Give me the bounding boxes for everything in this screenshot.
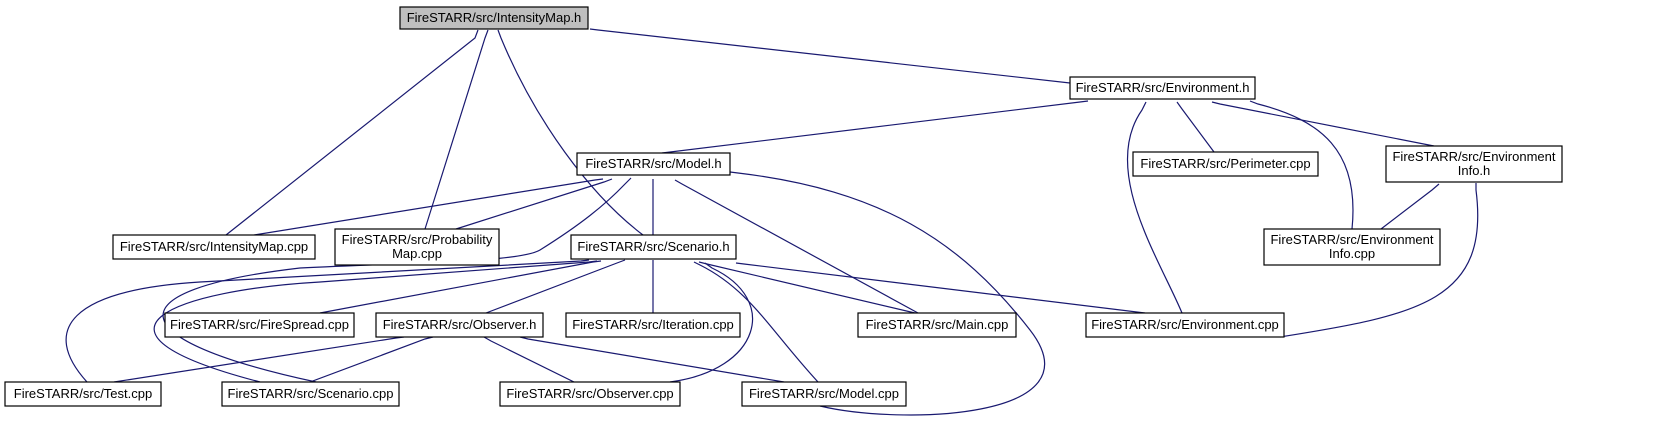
- edge-environmentinfo_cpp-to-environmentinfo_h: [1380, 183, 1440, 230]
- node-label: FireSTARR/src/Model.cpp: [749, 386, 899, 401]
- edge-main_cpp-to-scenario_h: [698, 261, 916, 314]
- edge-test_cpp-to-observer_h: [113, 336, 405, 383]
- node-perimeter_cpp[interactable]: FireSTARR/src/Perimeter.cpp: [1132, 151, 1319, 177]
- node-label: FireSTARR/src/Observer.h: [383, 317, 537, 332]
- edge-model_cpp-to-model_h: [729, 171, 1046, 416]
- node-main_cpp[interactable]: FireSTARR/src/Main.cpp: [857, 312, 1017, 338]
- node-environment_cpp[interactable]: FireSTARR/src/Environment.cpp: [1085, 312, 1285, 338]
- node-label: FireSTARR/src/IntensityMap.h: [407, 10, 582, 25]
- node-firespread_cpp[interactable]: FireSTARR/src/FireSpread.cpp: [164, 312, 355, 338]
- edge-scenario_cpp-to-scenario_h: [153, 260, 598, 383]
- node-label: FireSTARR/src/Perimeter.cpp: [1140, 156, 1310, 171]
- node-label: FireSTARR/src/FireSpread.cpp: [170, 317, 349, 332]
- node-label: FireSTARR/src/Environment: [1392, 149, 1555, 164]
- edge-environment_cpp-to-environmentinfo_h: [1279, 183, 1479, 338]
- node-label: FireSTARR/src/Scenario.h: [577, 239, 729, 254]
- node-iteration_cpp[interactable]: FireSTARR/src/Iteration.cpp: [565, 312, 741, 338]
- edge-intensitymap_cpp-to-intensitymap_h: [225, 29, 479, 236]
- node-label: FireSTARR/src/Test.cpp: [14, 386, 152, 401]
- edge-scenario_cpp-to-observer_h: [309, 336, 434, 383]
- edge-probabilitymap_cpp-to-model_h: [455, 178, 613, 230]
- node-label: Info.h: [1458, 163, 1491, 178]
- node-label: FireSTARR/src/Model.h: [585, 156, 721, 171]
- node-observer_h[interactable]: FireSTARR/src/Observer.h: [375, 312, 544, 338]
- edge-probabilitymap_cpp-to-intensitymap_h: [424, 29, 489, 230]
- edge-observer_cpp-to-observer_h: [483, 336, 575, 383]
- edge-perimeter_cpp-to-environment_h: [1176, 101, 1215, 153]
- edge-model_h-to-environment_h: [661, 100, 1089, 154]
- edge-model_cpp-to-observer_h: [519, 336, 785, 383]
- edge-main_cpp-to-model_h: [674, 179, 919, 314]
- edge-environment_h-to-intensitymap_h: [589, 28, 1071, 84]
- node-label: FireSTARR/src/Main.cpp: [866, 317, 1009, 332]
- edge-observer_cpp-to-scenario_h: [669, 262, 753, 383]
- node-scenario_cpp[interactable]: FireSTARR/src/Scenario.cpp: [221, 381, 400, 407]
- node-observer_cpp[interactable]: FireSTARR/src/Observer.cpp: [499, 381, 681, 407]
- node-label: Info.cpp: [1329, 246, 1375, 261]
- node-label: FireSTARR/src/Environment.h: [1076, 80, 1250, 95]
- node-label: FireSTARR/src/Iteration.cpp: [572, 317, 734, 332]
- edge-observer_h-to-scenario_h: [485, 259, 626, 314]
- node-model_h[interactable]: FireSTARR/src/Model.h: [576, 152, 731, 176]
- edge-test_cpp-to-scenario_h: [65, 259, 590, 383]
- node-label: FireSTARR/src/IntensityMap.cpp: [120, 239, 308, 254]
- edge-model_cpp-to-scenario_h: [693, 261, 819, 383]
- node-label: FireSTARR/src/Scenario.cpp: [228, 386, 394, 401]
- nodes-layer: FireSTARR/src/IntensityMap.hFireSTARR/sr…: [4, 6, 1563, 407]
- node-label: FireSTARR/src/Probability: [342, 232, 493, 247]
- edge-environmentinfo_cpp-to-environment_h: [1249, 100, 1354, 230]
- edge-firespread_cpp-to-scenario_h: [319, 260, 602, 314]
- node-environment_h[interactable]: FireSTARR/src/Environment.h: [1069, 76, 1256, 100]
- edge-environment_cpp-to-scenario_h: [735, 262, 1146, 314]
- edge-scenario_h-to-intensitymap_h: [497, 29, 644, 236]
- edge-environmentinfo_h-to-environment_h: [1211, 101, 1435, 147]
- node-label: FireSTARR/src/Observer.cpp: [506, 386, 673, 401]
- node-scenario_h[interactable]: FireSTARR/src/Scenario.h: [570, 234, 737, 260]
- edge-environment_cpp-to-environment_h: [1126, 101, 1183, 314]
- node-label: FireSTARR/src/Environment: [1270, 232, 1433, 247]
- node-test_cpp[interactable]: FireSTARR/src/Test.cpp: [4, 381, 162, 407]
- node-intensitymap_h: FireSTARR/src/IntensityMap.h: [399, 6, 589, 30]
- edges-layer: [65, 28, 1479, 416]
- node-label: FireSTARR/src/Environment.cpp: [1091, 317, 1279, 332]
- node-intensitymap_cpp[interactable]: FireSTARR/src/IntensityMap.cpp: [112, 234, 316, 260]
- edge-intensitymap_cpp-to-model_h: [253, 178, 604, 236]
- node-model_cpp[interactable]: FireSTARR/src/Model.cpp: [741, 381, 907, 407]
- node-label: Map.cpp: [392, 246, 442, 261]
